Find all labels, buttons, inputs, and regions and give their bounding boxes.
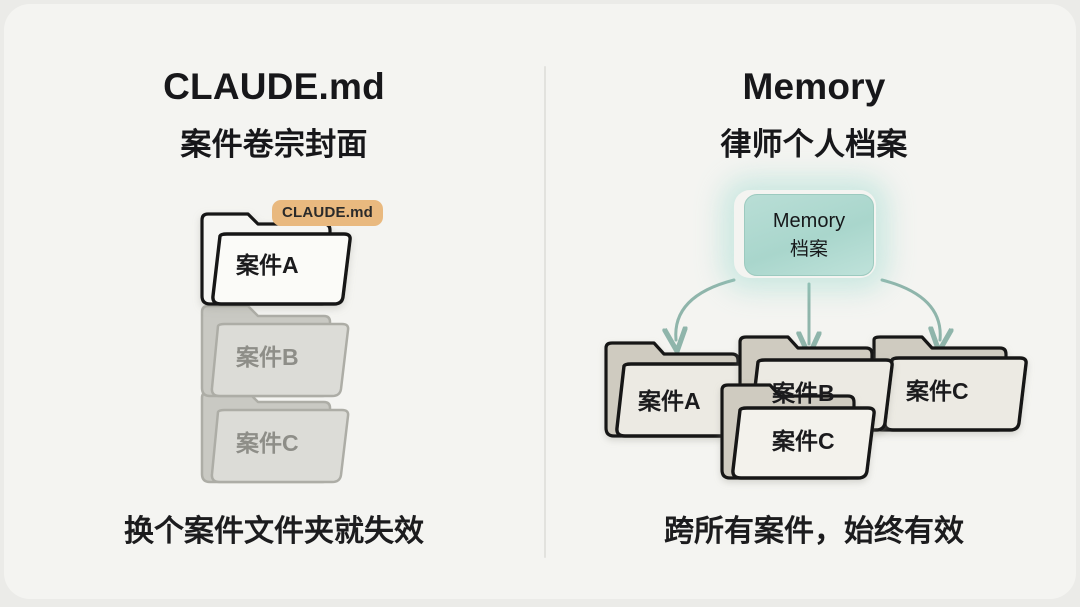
right-folder-label-case-b: 案件B [772,380,835,406]
left-title-cn: 案件卷宗封面 [180,127,368,162]
memory-label-cn: 档案 [789,238,828,260]
right-panel: Memory 律师个人档案 [544,4,1080,607]
left-title-en: CLAUDE.md [163,66,385,107]
right-folder-label-case-c-back: 案件C [906,378,969,404]
left-folder-label-case-a: 案件A [236,252,299,278]
right-folder-label-case-c-front: 案件C [772,428,835,454]
right-folder-case-c-back [872,335,1028,432]
right-title-cn: 律师个人档案 [720,127,908,162]
right-folder-case-c-front [720,383,876,480]
right-title-en: Memory [742,66,886,107]
left-folder-case-b [200,304,350,398]
panel-divider [544,66,546,558]
left-panel: CLAUDE.md 案件卷宗封面 [4,4,544,607]
left-folder-label-case-b: 案件B [236,344,299,370]
left-caption: 换个案件文件夹就失效 [124,515,424,548]
right-caption: 跨所有案件，始终有效 [664,515,964,548]
left-folder-stack [200,212,352,484]
memory-box: Memory 档案 [744,194,874,276]
claude-md-badge: CLAUDE.md [272,200,383,226]
page-card: CLAUDE.md 案件卷宗封面 [4,4,1076,599]
right-diagram [604,278,1028,480]
left-folder-case-a [200,212,352,306]
memory-label-en: Memory [772,209,846,232]
left-folder-case-c [200,390,350,484]
left-folder-label-case-c: 案件C [236,430,299,456]
right-folder-label-case-a: 案件A [638,388,701,414]
memory-arrows [676,278,940,344]
